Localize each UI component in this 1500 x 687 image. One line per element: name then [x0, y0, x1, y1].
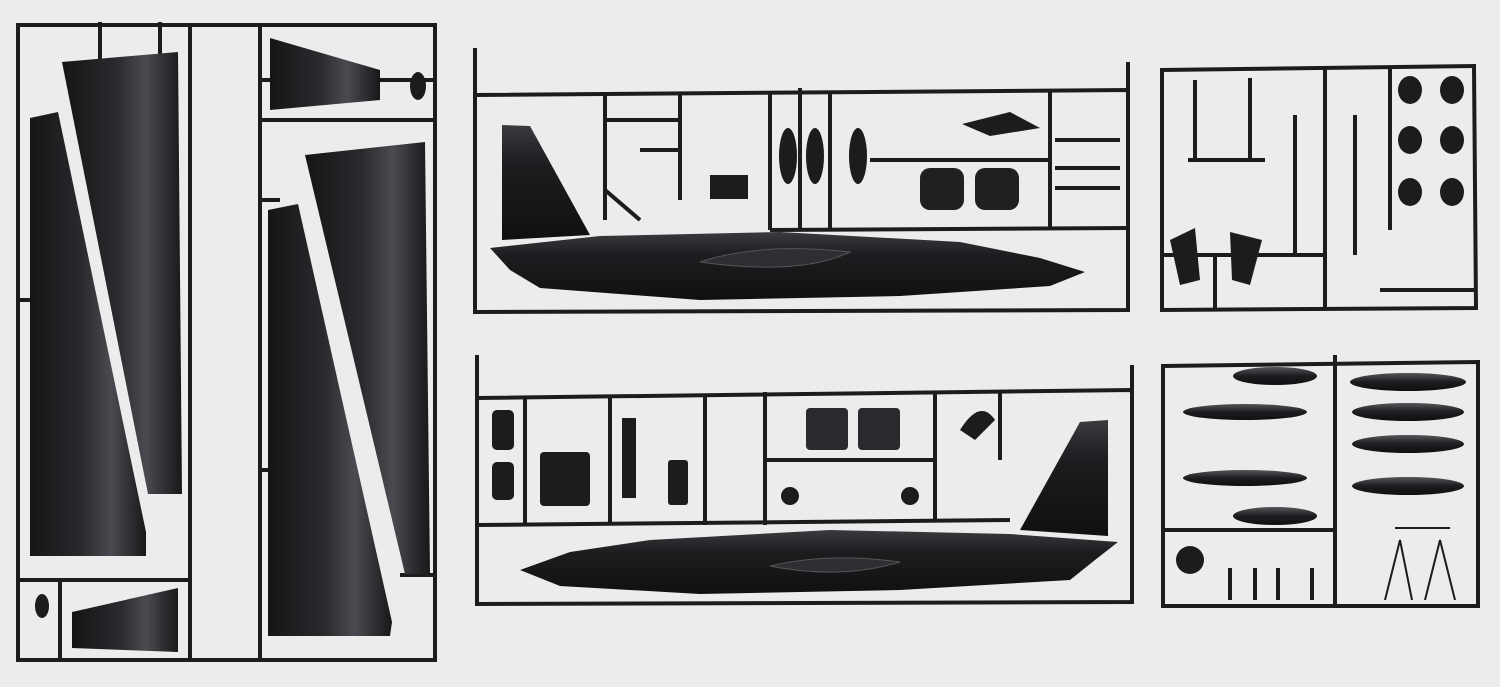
wing-panels: [30, 38, 430, 652]
small-parts-sprue-top: [1160, 63, 1479, 313]
fuselage-sprue-top: [473, 48, 1130, 315]
fuselage-top-parts: [490, 112, 1085, 300]
small-parts-top-wheels: [1170, 76, 1464, 285]
fuselage-bottom-parts: [492, 408, 1118, 594]
drop-tanks: [1176, 367, 1466, 574]
small-parts-sprue-bottom: [1161, 355, 1480, 608]
fuselage-sprue-bottom: [475, 355, 1134, 607]
wing-sprue: [16, 22, 437, 662]
